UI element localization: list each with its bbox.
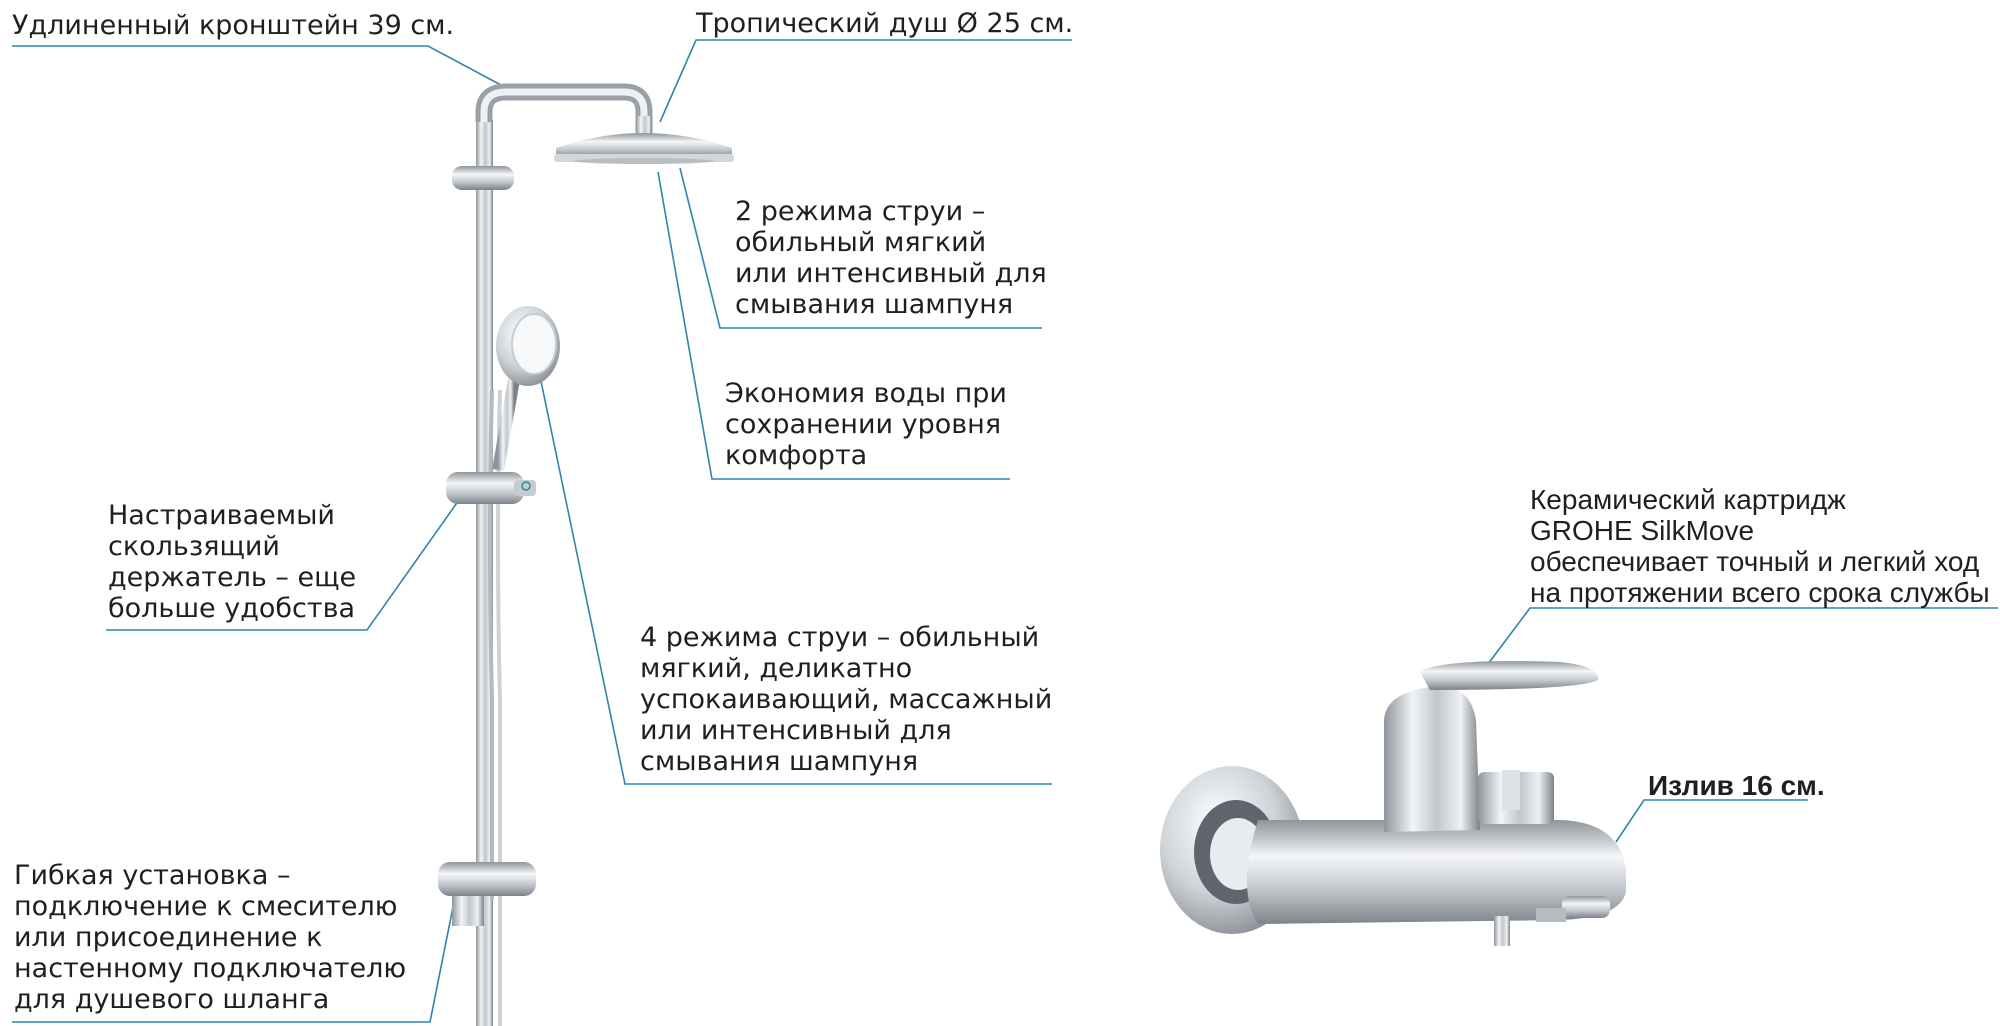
install-line: Гибкая установка – [14, 860, 291, 891]
install-line: подключение к смесителю [14, 891, 398, 922]
water-saving-line: Экономия воды при [725, 378, 1007, 409]
cartridge-line: Керамический картридж [1530, 484, 1846, 515]
water-saving-line: комфорта [725, 440, 868, 471]
leader-spout [1615, 799, 1808, 843]
hand-modes-line: смывания шампуня [640, 746, 919, 777]
label-install: Гибкая установка – подключение к смесите… [14, 860, 406, 1015]
leader-rain-shower [659, 39, 1072, 123]
leader-rain-modes [679, 167, 1042, 329]
install-line: для душевого шланга [14, 984, 330, 1015]
label-spout: Излив 16 см. [1648, 770, 1825, 801]
rain-modes-line: смывания шампуня [735, 289, 1014, 320]
slider-line: больше удобства [108, 593, 356, 624]
hand-modes-line: мягкий, деликатно [640, 653, 913, 684]
cartridge-line: обеспечивает точный и легкий ход [1530, 546, 1980, 577]
install-line: настенному подключателю [14, 953, 407, 984]
leader-slider [106, 489, 467, 631]
rain-modes-line: 2 режима струи – [735, 196, 986, 227]
bath-mixer-illustration [1160, 661, 1626, 946]
label-cartridge: Керамический картридж GROHE SilkMove обе… [1530, 484, 1990, 608]
install-line: или присоединение к [14, 922, 323, 953]
slider-line: Настраиваемый [108, 500, 335, 531]
label-slider: Настраиваемый скользящий держатель – еще… [108, 500, 356, 624]
label-hand-modes: 4 режима струи – обильный мягкий, делика… [640, 622, 1052, 777]
slider-line: держатель – еще [108, 562, 357, 593]
hand-modes-line: или интенсивный для [640, 715, 952, 746]
water-saving-line: сохранении уровня [725, 409, 1002, 440]
rain-modes-line: обильный мягкий [735, 227, 987, 258]
cartridge-line: на протяжении всего срока службы [1530, 577, 1990, 608]
label-rain-modes: 2 режима струи – обильный мягкий или инт… [735, 196, 1047, 320]
leader-hand-modes [536, 361, 1052, 785]
slider-line: скользящий [108, 531, 280, 562]
cartridge-line: GROHE SilkMove [1530, 515, 1755, 546]
hand-modes-line: успокаивающий, массажный [640, 684, 1053, 715]
leader-water-saving [657, 171, 1010, 480]
shower-column-illustration [438, 83, 734, 1026]
label-bracket: Удлиненный кронштейн 39 см. [12, 10, 455, 41]
rain-modes-line: или интенсивный для [735, 258, 1047, 289]
leader-bracket [12, 45, 515, 93]
leader-install [12, 891, 457, 1023]
hand-modes-line: 4 режима струи – обильный [640, 622, 1040, 653]
leader-lines [12, 39, 1998, 1023]
label-rain-shower: Тропический душ Ø 25 см. [696, 8, 1074, 39]
label-water-saving: Экономия воды при сохранении уровня комф… [725, 378, 1007, 471]
leader-cartridge [1481, 607, 1998, 673]
